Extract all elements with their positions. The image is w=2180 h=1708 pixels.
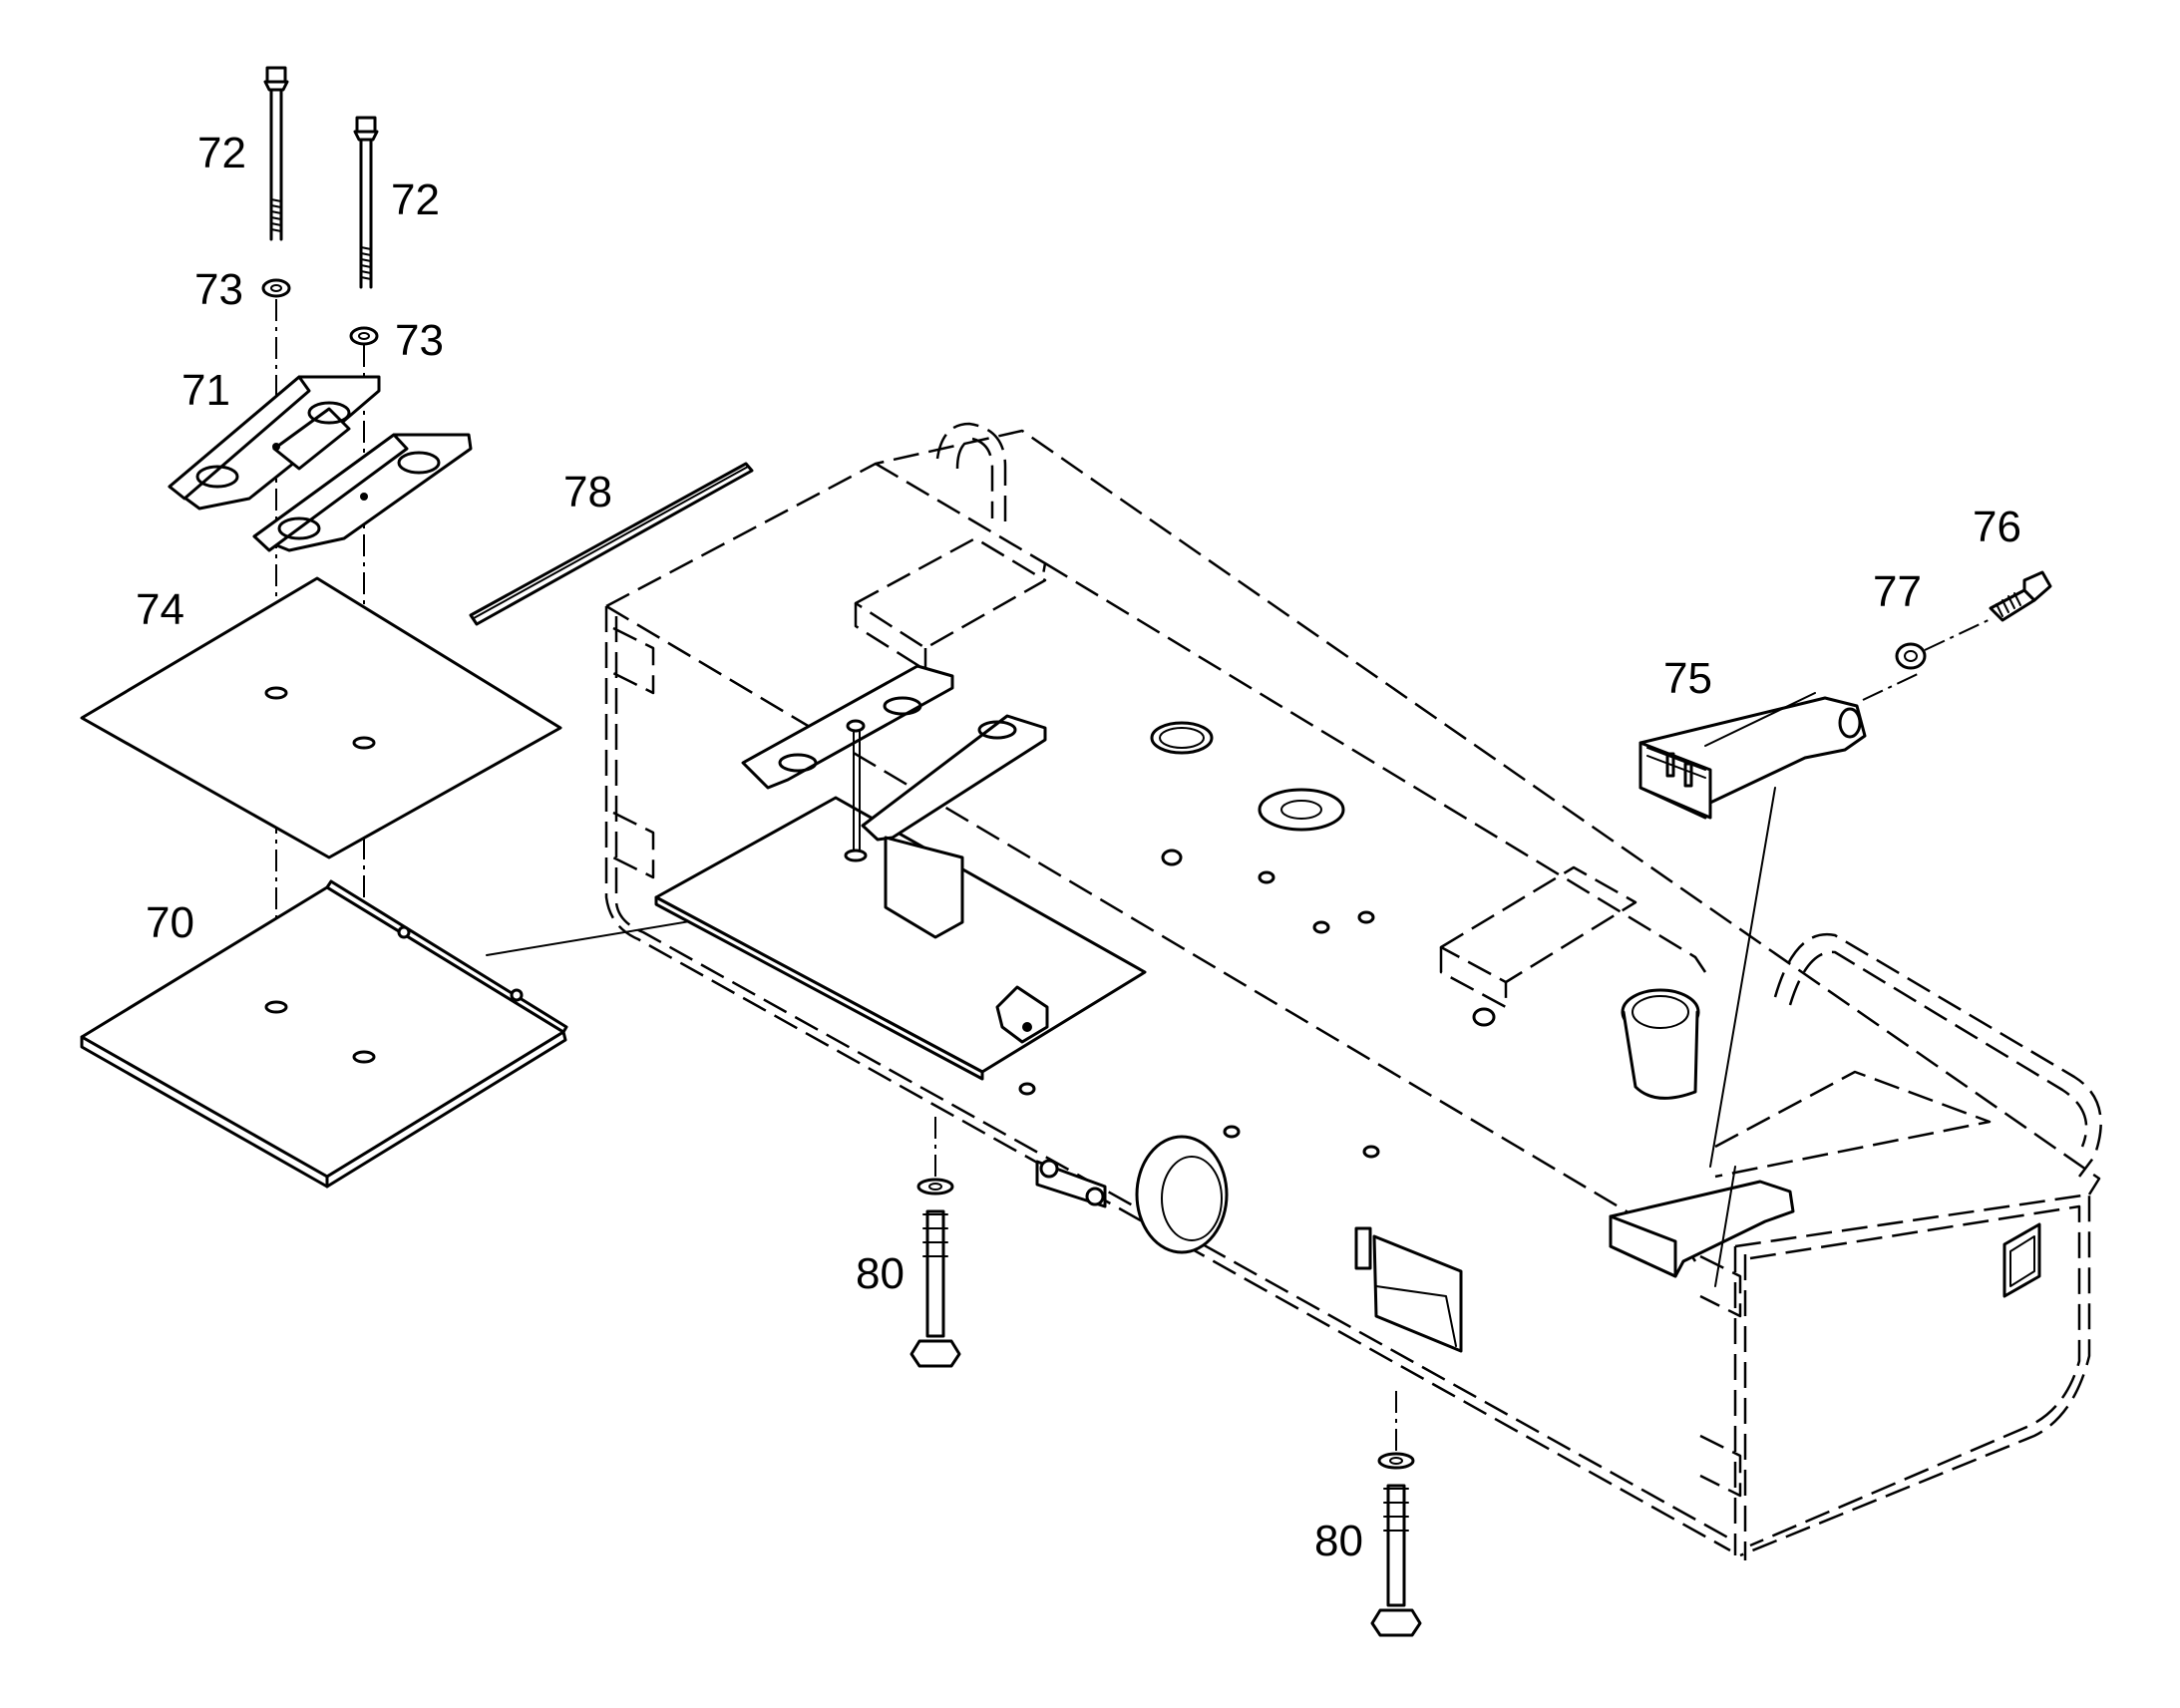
callout-80-left: 80: [856, 1249, 905, 1298]
callout-80-right: 80: [1314, 1517, 1363, 1565]
leader-75-b: [1714, 1166, 1736, 1287]
part-76-bolt: [1989, 570, 2052, 622]
part-70-cover-plate: [80, 879, 568, 1189]
part-80-bolt-left: [909, 1117, 961, 1368]
part-72-bolt-right: [353, 116, 379, 289]
leader-75-a: [1709, 787, 1776, 1168]
callout-74: 74: [136, 585, 184, 634]
part-73-nut-right: [349, 326, 379, 346]
part-72-bolt-left: [263, 66, 289, 241]
frame-bracket-mount: [1609, 1180, 1795, 1278]
callout-72-left: 72: [197, 129, 246, 177]
frame-detail-holes: [995, 721, 2041, 1353]
part-71-mounting-bracket: [168, 375, 473, 552]
callout-73-right: 73: [395, 316, 444, 365]
part-77-washer: [1895, 642, 1927, 670]
callout-78: 78: [563, 468, 612, 516]
part-80-bolt-right: [1370, 1391, 1422, 1637]
centerline-76: [1862, 672, 1921, 701]
callout-labels: 72 72 73 73 71 74 70 78 76 77 75 80 80: [136, 129, 2021, 1565]
callout-76: 76: [1973, 503, 2021, 551]
callout-75: 75: [1663, 654, 1712, 703]
centerline-77: [1924, 617, 1994, 651]
leader-75-top: [1704, 692, 1816, 747]
part-74-gasket-plate: [80, 576, 562, 859]
callout-70: 70: [146, 898, 194, 947]
part-78-seal-strip: [469, 462, 754, 626]
callout-73-left: 73: [194, 265, 243, 314]
part-75-bracket: [1638, 696, 1867, 820]
callout-71: 71: [182, 366, 230, 415]
frame-inner-bracket: [741, 664, 1047, 939]
frame-inner-plate: [654, 796, 1147, 1081]
part-73-nut-left: [261, 278, 291, 298]
callout-77: 77: [1873, 567, 1922, 616]
callout-72-right: 72: [391, 175, 440, 224]
